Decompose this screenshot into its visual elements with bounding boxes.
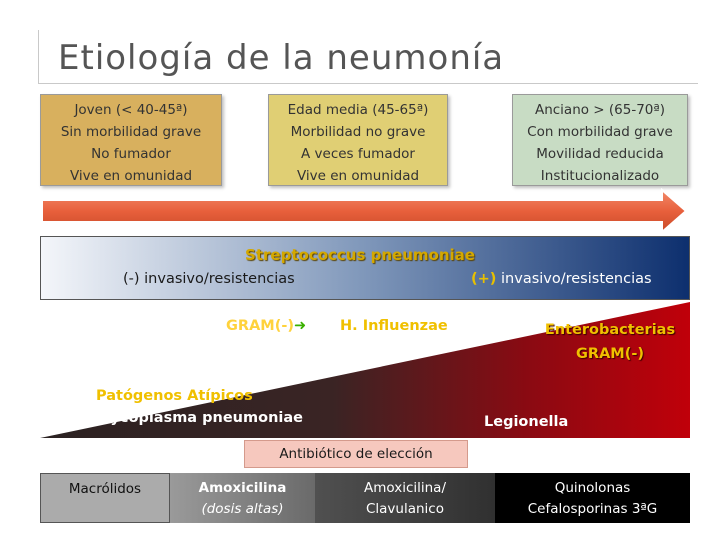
age-box-young: Joven (< 40-45ª) Sin morbilidad grave No…	[40, 94, 222, 186]
age-box-middle: Edad media (45-65ª) Morbilidad no grave …	[268, 94, 448, 186]
negative-text: invasivo/resistencias	[139, 271, 295, 287]
antibiotic-cell-line: Clavulanico	[365, 501, 444, 517]
pathogen-gradient-triangle	[40, 302, 690, 438]
age-box-line: Morbilidad no grave	[290, 124, 426, 140]
enterobacterias-label: Enterobacterias GRAM(-)	[520, 318, 700, 366]
antibiotic-cell-quinolonas: Quinolonas Cefalosporinas 3ªG	[495, 473, 690, 523]
antibiotic-cell-line: Amoxicilina	[198, 480, 287, 496]
age-box-line: Vive en omunidad	[69, 168, 193, 184]
title-rule-horizontal	[38, 83, 698, 84]
right-arrow-icon: ➜	[294, 318, 307, 334]
title-rule-vertical	[38, 30, 39, 84]
enterobacterias-gram: GRAM(-)	[576, 346, 644, 362]
age-box-line: Institucionalizado	[540, 168, 660, 184]
arrow-shape	[41, 188, 688, 234]
positive-sign: (+)	[471, 271, 497, 287]
streptococcus-band	[40, 236, 690, 300]
antibiotic-choice-label: Antibiótico de elección	[244, 440, 468, 468]
antibiotic-cell-amoxicilina: Amoxicilina (dosis altas)	[170, 473, 315, 523]
gram-negative-text: GRAM(-)	[226, 318, 294, 334]
atypical-pathogens-label: Patógenos Atípicos Mycoplasma pneumoniae	[96, 385, 303, 429]
age-box-line: Sin morbilidad grave	[60, 124, 202, 140]
negative-sign: (-)	[123, 271, 140, 287]
antibiotic-cell-line: (dosis altas)	[201, 501, 284, 517]
enterobacterias-name: Enterobacterias	[544, 322, 676, 338]
streptococcus-label: Streptococcus pneumoniae	[245, 246, 475, 264]
age-progression-arrow	[41, 188, 688, 234]
antibiotic-cell-line: Macrólidos	[68, 481, 142, 497]
negative-invasive-label: (-) invasivo/resistencias	[123, 271, 295, 287]
antibiotic-cell-line: Cefalosporinas 3ªG	[527, 501, 658, 517]
age-box-line: Joven (< 40-45ª)	[74, 102, 188, 118]
age-box-line: Movilidad reducida	[536, 146, 664, 162]
triangle-shape	[40, 302, 690, 438]
antibiotic-cell-line: Amoxicilina/	[363, 480, 447, 496]
antibiotic-cell-macrolidos: Macrólidos	[40, 473, 170, 523]
age-box-line: A veces fumador	[301, 146, 415, 162]
age-box-line: Edad media (45-65ª)	[287, 102, 429, 118]
age-box-line: No fumador	[91, 146, 171, 162]
h-influenzae-label: H. Influenzae	[340, 318, 448, 334]
legionella-label: Legionella	[484, 414, 569, 430]
atypical-pathogens-title: Patógenos Atípicos	[96, 388, 253, 404]
antibiotic-bar: Macrólidos Amoxicilina (dosis altas) Amo…	[40, 473, 690, 523]
antibiotic-cell-line: Quinolonas	[554, 480, 631, 496]
positive-text: invasivo/resistencias	[496, 271, 652, 287]
page-title: Etiología de la neumonía	[58, 38, 505, 78]
age-box-elder: Anciano > (65-70ª) Con morbilidad grave …	[512, 94, 688, 186]
age-box-line: Vive en omunidad	[296, 168, 420, 184]
mycoplasma-label: Mycoplasma pneumoniae	[96, 410, 303, 426]
positive-invasive-label: (+) invasivo/resistencias	[471, 271, 652, 287]
gram-negative-arrow-label: GRAM(-)➜	[226, 318, 306, 334]
antibiotic-cell-amoxicilina-clavulanico: Amoxicilina/ Clavulanico	[315, 473, 495, 523]
age-box-line: Anciano > (65-70ª)	[534, 102, 666, 118]
age-box-line: Con morbilidad grave	[527, 124, 673, 140]
